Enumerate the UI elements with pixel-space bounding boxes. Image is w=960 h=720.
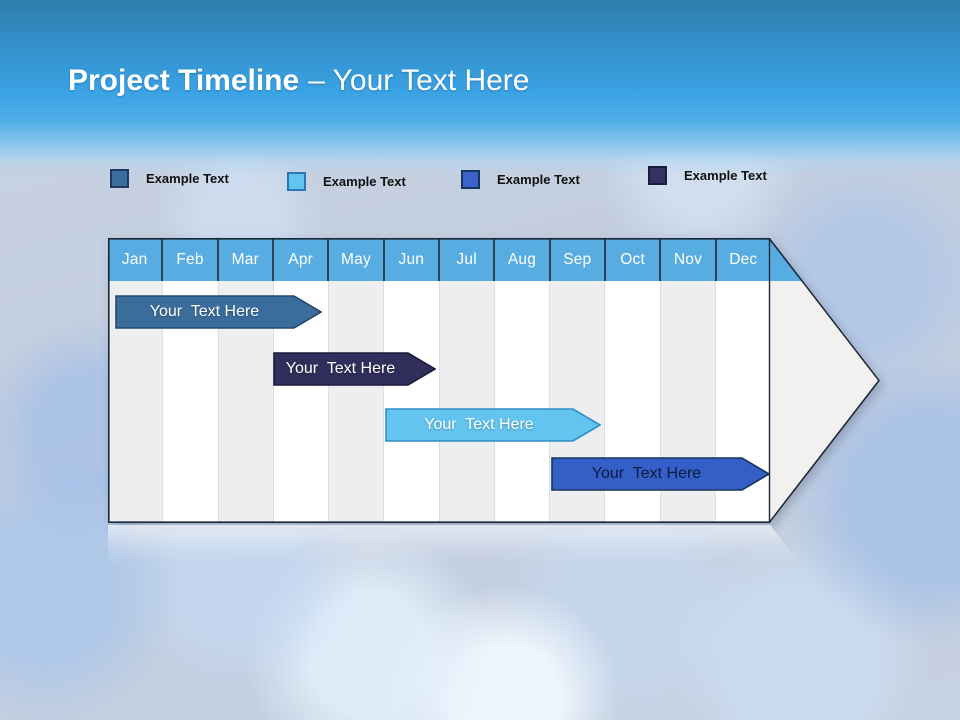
task-bar: Your Text Here: [273, 352, 436, 386]
task-bar-label: Your Text Here: [591, 465, 702, 482]
legend-item: Example Text: [648, 166, 767, 185]
legend-label: Example Text: [323, 174, 406, 189]
month-cell: Feb: [163, 238, 219, 281]
legend-label: Example Text: [684, 168, 767, 183]
grid-column: [329, 281, 385, 523]
legend-swatch: [461, 170, 480, 189]
month-cell: Apr: [274, 238, 330, 281]
legend-item: Example Text: [461, 170, 580, 189]
legend-label: Example Text: [146, 171, 229, 186]
title-secondary: – Your Text Here: [308, 64, 530, 97]
month-cell: Jan: [108, 238, 164, 281]
title-primary: Project Timeline: [68, 64, 300, 97]
legend-label: Example Text: [497, 172, 580, 187]
task-bar-label: Your Text Here: [424, 416, 534, 433]
month-cell: Sep: [551, 238, 606, 281]
legend-swatch: [648, 166, 667, 185]
task-bar-label: Your Text Here: [149, 303, 260, 320]
grid-column: [494, 281, 550, 523]
page-title: Project Timeline– Your Text Here: [68, 60, 908, 102]
month-cell: Mar: [219, 238, 274, 281]
task-bar-label: Your Text Here: [285, 360, 396, 377]
month-cell: Oct: [606, 238, 662, 281]
task-bar: Your Text Here: [551, 457, 770, 491]
task-bar: Your Text Here: [115, 295, 322, 329]
timeline: Jan Feb Mar Apr May Jun Jul Aug Sep Oct …: [108, 238, 880, 523]
grid-column: [439, 281, 495, 523]
month-cell: Dec: [729, 251, 758, 268]
legend-item: Example Text: [110, 169, 229, 188]
month-cell: Aug: [495, 238, 551, 281]
month-header-row: Jan Feb Mar Apr May Jun Jul Aug Sep Oct …: [108, 238, 770, 281]
legend-swatch: [287, 172, 306, 191]
timeline-reflection: [108, 525, 801, 565]
month-cell: Jun: [385, 238, 440, 281]
month-cell: Nov: [661, 238, 717, 281]
legend-item: Example Text: [287, 172, 406, 191]
month-cell: May: [329, 238, 385, 281]
legend-swatch: [110, 169, 129, 188]
grid-column: [384, 281, 440, 523]
task-bar: Your Text Here: [385, 408, 601, 442]
month-cell: Jul: [440, 238, 496, 281]
title-band: [0, 0, 960, 176]
timeline-arrow-shape: Jan Feb Mar Apr May Jun Jul Aug Sep Oct …: [108, 238, 880, 523]
